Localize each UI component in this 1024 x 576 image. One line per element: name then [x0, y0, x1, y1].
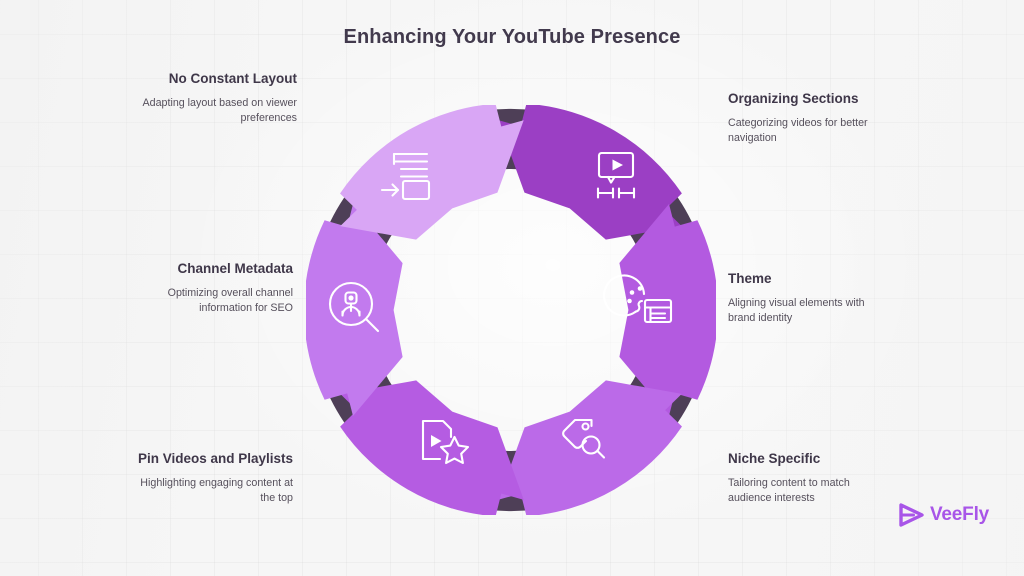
tag-search-icon	[562, 418, 606, 459]
label-description: Tailoring content to match audience inte…	[728, 476, 850, 504]
segment-niche-specific[interactable]	[473, 351, 706, 515]
segment-pin-videos-and-playlists[interactable]	[316, 351, 549, 515]
segment-no-constant-layout[interactable]	[316, 105, 549, 269]
label-pin-videos-and-playlists: Pin Videos and Playlists Highlighting en…	[133, 450, 293, 506]
label-channel-metadata: Channel Metadata Optimizing overall chan…	[133, 260, 293, 316]
page-title: Enhancing Your YouTube Presence	[343, 26, 681, 48]
layout-arrow-icon	[380, 152, 431, 201]
label-niche-specific: Niche Specific Tailoring content to matc…	[728, 450, 888, 506]
palette-layout-icon	[603, 274, 673, 324]
label-description: Optimizing overall channel information f…	[167, 286, 293, 314]
label-description: Categorizing videos for better navigatio…	[728, 116, 868, 144]
video-star-document-icon	[421, 419, 470, 465]
segment-channel-metadata[interactable]	[306, 204, 403, 416]
segment-shape	[340, 380, 524, 515]
user-search-icon	[328, 281, 380, 333]
segment-shape	[340, 105, 524, 240]
label-title: Niche Specific	[728, 451, 821, 466]
segment-shape	[498, 380, 682, 515]
segment-shape	[306, 204, 403, 416]
label-title: Organizing Sections	[728, 91, 859, 106]
label-title: Theme	[728, 271, 772, 286]
cycle-diagram: .ico { fill:none; stroke:#ffffff; stroke…	[306, 105, 716, 515]
label-title: Channel Metadata	[177, 261, 293, 276]
label-title: Pin Videos and Playlists	[137, 451, 293, 466]
label-description: Highlighting engaging content at the top	[140, 476, 293, 504]
segment-theme[interactable]	[619, 204, 716, 416]
segment-shape	[619, 204, 716, 416]
brand-name: VeeFly	[930, 504, 990, 525]
play-triangle-icon	[899, 503, 924, 527]
video-sections-icon	[596, 151, 636, 199]
label-title: No Constant Layout	[168, 71, 297, 86]
brand-logo[interactable]: VeeFly	[898, 503, 989, 527]
segment-shape	[498, 105, 682, 240]
label-description: Aligning visual elements with brand iden…	[728, 296, 865, 324]
segment-organizing-sections[interactable]	[473, 105, 706, 269]
label-organizing-sections: Organizing Sections Categorizing videos …	[728, 90, 888, 146]
label-description: Adapting layout based on viewer preferen…	[142, 96, 297, 124]
label-no-constant-layout: No Constant Layout Adapting layout based…	[137, 70, 297, 126]
label-theme: Theme Aligning visual elements with bran…	[728, 270, 888, 326]
